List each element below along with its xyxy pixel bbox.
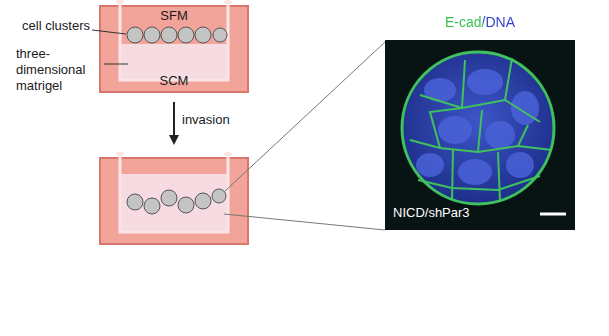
leader-line	[224, 214, 385, 230]
part-label: cell clusters	[0, 18, 90, 34]
insert-wall	[120, 152, 228, 232]
transwell-top	[92, 0, 248, 92]
micrograph-panel: E-cad/DNA NICD/shPar3	[385, 0, 575, 230]
invasion-arrow	[173, 102, 175, 140]
micrograph	[385, 40, 575, 230]
transwell-chamber: SFM SCM	[100, 4, 248, 92]
cell-clusters	[127, 27, 227, 43]
process-label: invasion	[182, 112, 230, 128]
leader-line	[104, 64, 128, 65]
stain-label: E-cad/DNA	[385, 14, 575, 30]
transwell-bottom	[100, 42, 385, 244]
scale-bar	[540, 213, 566, 216]
part-label: three-dimensional matrigel	[16, 46, 102, 94]
micrograph-ground	[385, 40, 575, 230]
insert-rim	[116, 153, 232, 156]
insert-rim	[116, 1, 232, 4]
membranes	[410, 58, 552, 202]
cell-clusters	[127, 189, 226, 214]
stain-text: E-cad/DNA	[445, 14, 515, 30]
leader-line	[224, 42, 385, 192]
matrigel	[121, 174, 227, 232]
nuclei	[416, 69, 539, 185]
condition-label: NICD/shPar3	[393, 205, 470, 221]
medium-label: SFM	[100, 8, 248, 24]
medium-label: SCM	[100, 73, 248, 89]
cell-cluster	[402, 52, 554, 204]
leader-line	[92, 30, 126, 34]
